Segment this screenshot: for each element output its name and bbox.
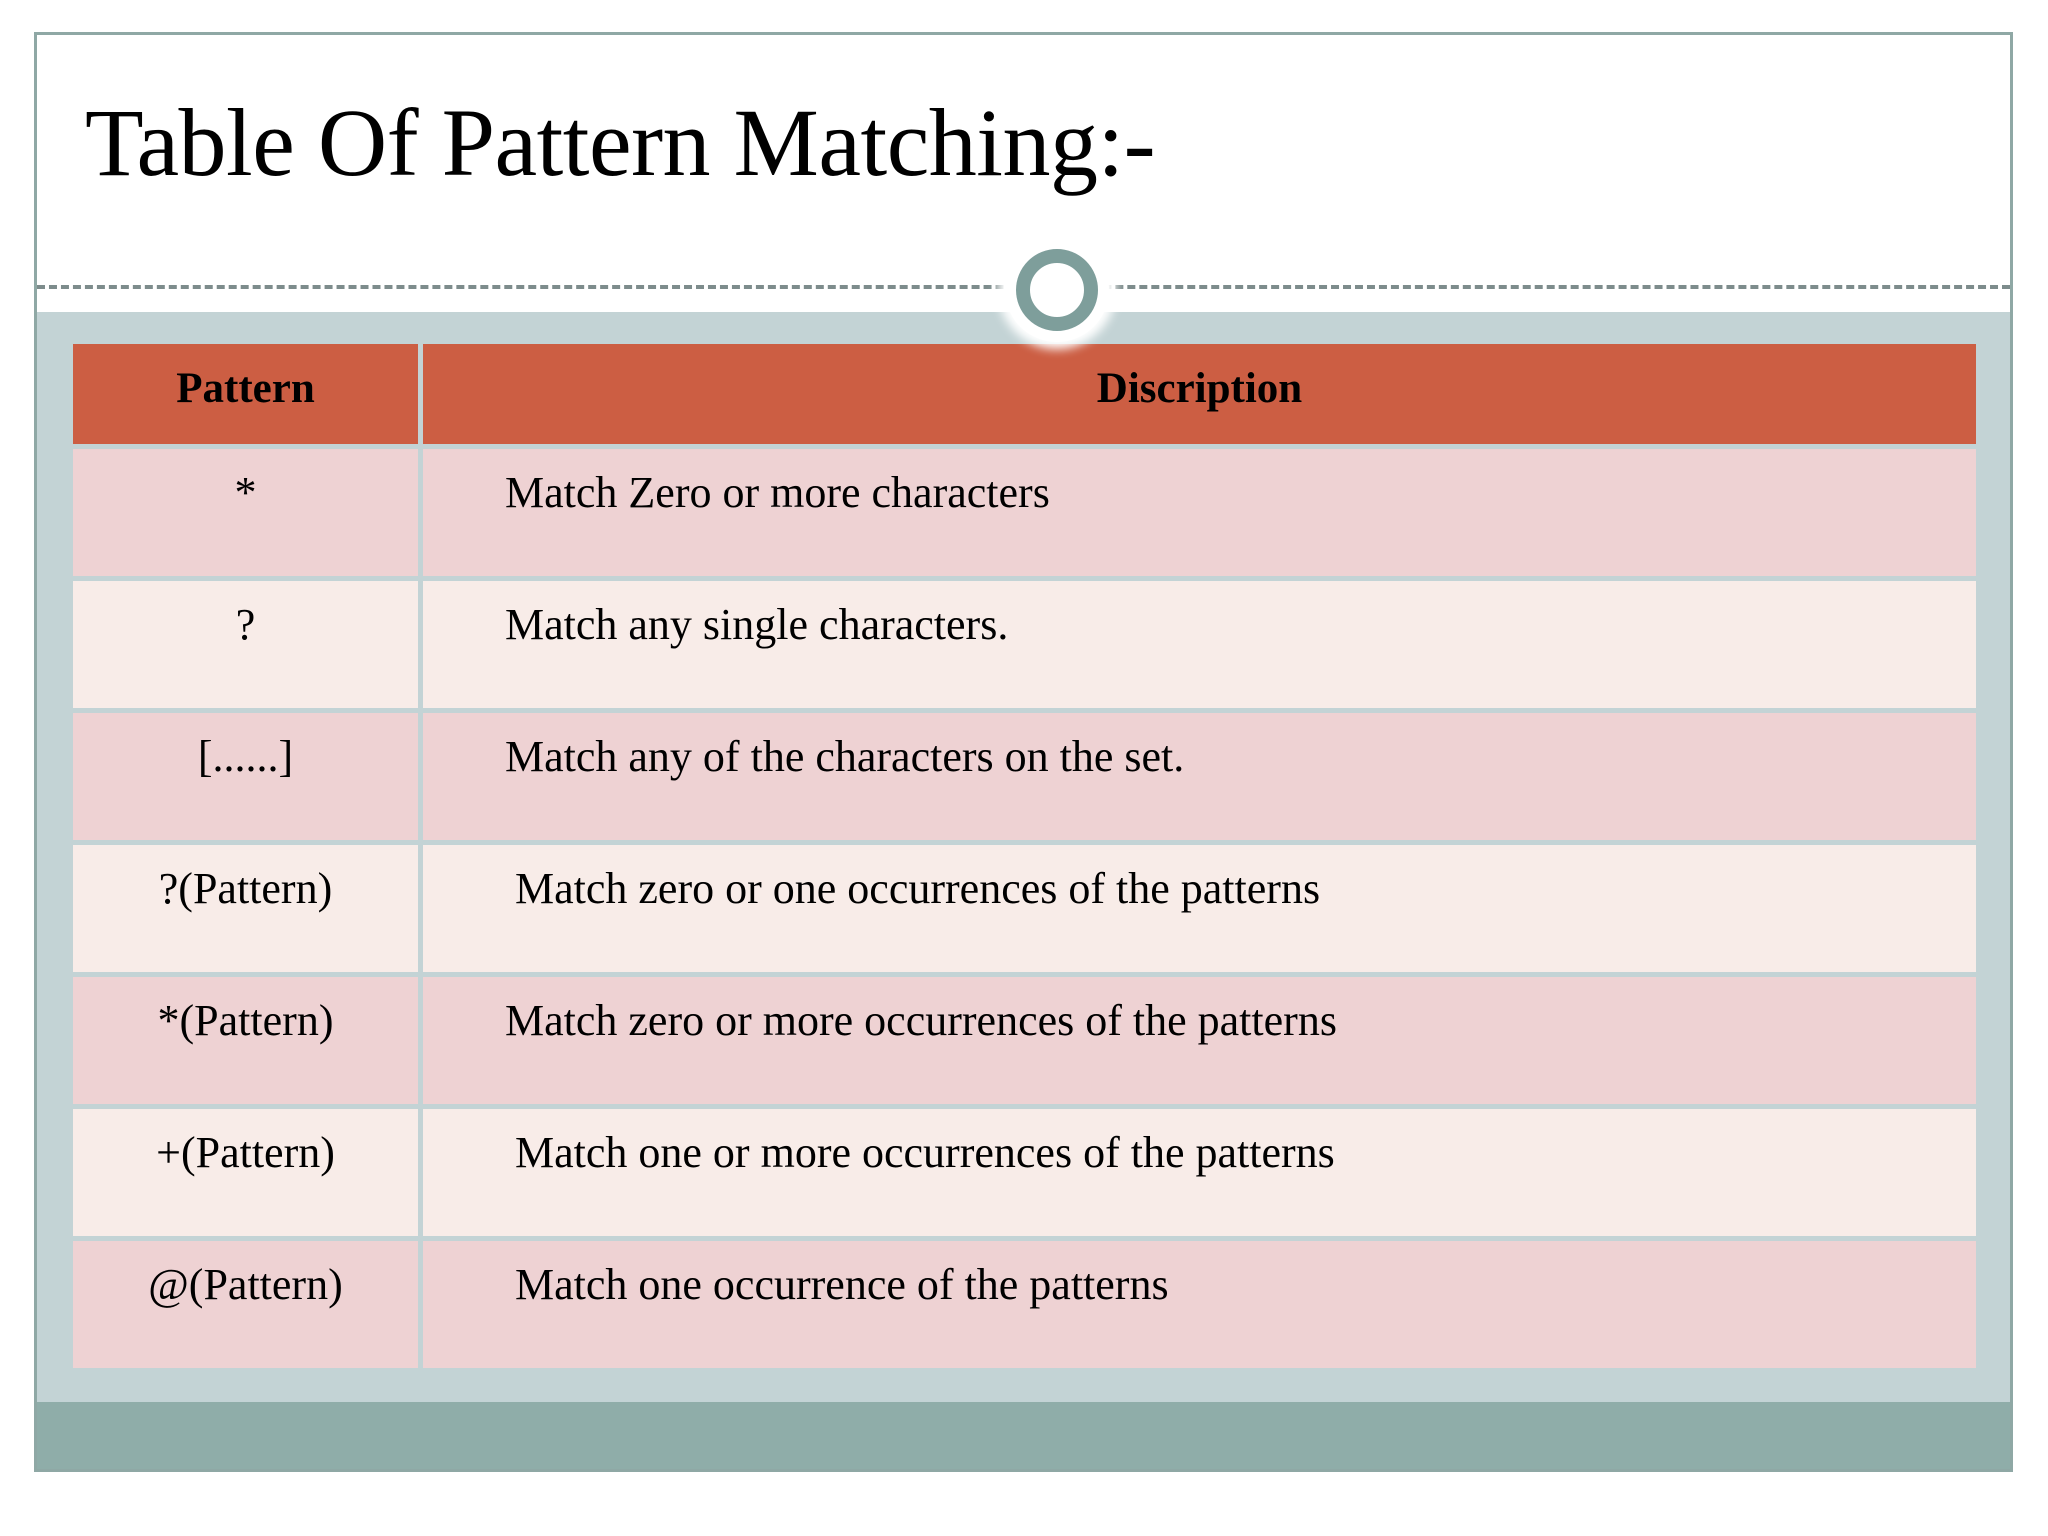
title-area: Table Of Pattern Matching:- — [37, 35, 2010, 285]
table-body: * Match Zero or more characters ? Match … — [73, 449, 1976, 1368]
slide-canvas: Table Of Pattern Matching:- Pattern Disc… — [34, 32, 2013, 1472]
column-header-pattern: Pattern — [73, 344, 418, 444]
cell-pattern: [......] — [73, 713, 418, 840]
content-panel: Pattern Discription * Match Zero or more… — [37, 312, 2010, 1402]
table-row: @(Pattern) Match one occurrence of the p… — [73, 1241, 1976, 1368]
table-header-row: Pattern Discription — [73, 344, 1976, 444]
cell-description: Match any of the characters on the set. — [423, 713, 1976, 840]
table-row: [......] Match any of the characters on … — [73, 713, 1976, 840]
column-header-description: Discription — [423, 344, 1976, 444]
circle-ring-decoration-icon — [1005, 238, 1109, 342]
table-row: ?(Pattern) Match zero or one occurrences… — [73, 845, 1976, 972]
cell-description: Match any single characters. — [423, 581, 1976, 708]
pattern-matching-table: Pattern Discription * Match Zero or more… — [68, 339, 1981, 1373]
table-row: +(Pattern) Match one or more occurrences… — [73, 1109, 1976, 1236]
cell-description: Match one occurrence of the patterns — [423, 1241, 1976, 1368]
page-title: Table Of Pattern Matching:- — [85, 89, 1156, 196]
cell-pattern: ?(Pattern) — [73, 845, 418, 972]
footer-accent-band — [37, 1402, 2010, 1469]
cell-description: Match zero or one occurrences of the pat… — [423, 845, 1976, 972]
cell-description: Match zero or more occurrences of the pa… — [423, 977, 1976, 1104]
table-row: ? Match any single characters. — [73, 581, 1976, 708]
cell-pattern: *(Pattern) — [73, 977, 418, 1104]
table-row: *(Pattern) Match zero or more occurrence… — [73, 977, 1976, 1104]
cell-description: Match one or more occurrences of the pat… — [423, 1109, 1976, 1236]
table-row: * Match Zero or more characters — [73, 449, 1976, 576]
cell-pattern: * — [73, 449, 418, 576]
cell-description: Match Zero or more characters — [423, 449, 1976, 576]
cell-pattern: @(Pattern) — [73, 1241, 418, 1368]
cell-pattern: +(Pattern) — [73, 1109, 418, 1236]
cell-pattern: ? — [73, 581, 418, 708]
circle-ring-inner — [1016, 249, 1098, 331]
